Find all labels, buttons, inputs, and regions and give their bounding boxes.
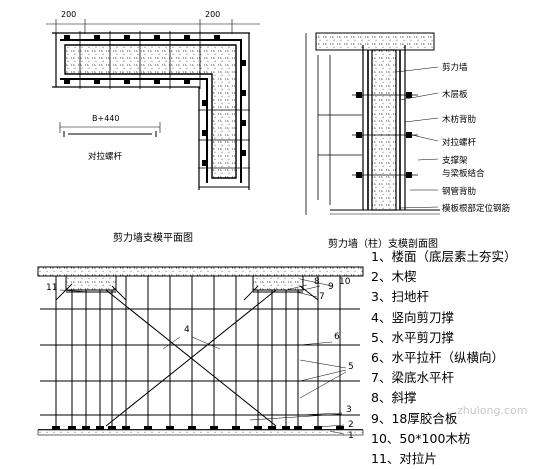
watermark: zhulong.com bbox=[457, 404, 528, 417]
section-view bbox=[305, 32, 440, 215]
legend-item: 1、楼面（底层素土夯实） bbox=[371, 249, 517, 264]
legend-item: 5、水平剪刀撑 bbox=[371, 329, 454, 345]
callout-1: 1 bbox=[348, 431, 354, 441]
legend-item: 3、扫地杆 bbox=[371, 289, 429, 305]
legend-item: 10、50*100木枋 bbox=[371, 430, 471, 446]
elevation-view bbox=[37, 266, 364, 436]
legend-item: 4、竖向剪刀撑 bbox=[371, 309, 454, 325]
section-caption: 剪力墙（柱）支模剖面图 bbox=[328, 239, 438, 250]
plan-dim-right: 200 bbox=[205, 10, 221, 19]
legend-item: 2、木楔 bbox=[371, 269, 417, 285]
legend-item: 7、梁底水平杆 bbox=[371, 370, 454, 386]
section-label: 剪力墙 bbox=[442, 63, 468, 73]
section-label: 模板根部定位钢筋 bbox=[442, 204, 511, 214]
callout-7: 7 bbox=[319, 292, 325, 302]
callout-8: 8 bbox=[314, 277, 320, 287]
plan-caption: 剪力墙支模平面图 bbox=[113, 233, 193, 244]
legend-item: 11、对拉片 bbox=[371, 450, 437, 466]
callout-9: 9 bbox=[328, 282, 334, 292]
legend: 1、楼面（底层素土夯实） 2、木楔 3、扫地杆 4、竖向剪刀撑 5、水平剪刀撑 … bbox=[371, 247, 556, 469]
legend-item: 9、18厚胶合板 bbox=[371, 410, 458, 426]
section-label: 木层板 bbox=[442, 90, 468, 100]
callout-2: 2 bbox=[348, 420, 354, 430]
plan-view bbox=[46, 19, 260, 190]
callout-3: 3 bbox=[346, 405, 352, 415]
plan-width-dim: B+440 bbox=[92, 114, 120, 123]
formwork-drawing bbox=[37, 19, 440, 436]
plan-tie-label: 对拉螺杆 bbox=[88, 152, 123, 162]
plan-dim-left: 200 bbox=[61, 10, 77, 19]
callout-10: 10 bbox=[339, 277, 351, 287]
callout-4: 4 bbox=[184, 325, 190, 335]
callout-11: 11 bbox=[46, 283, 58, 293]
section-label: 对拉螺杆 bbox=[442, 138, 477, 148]
section-label: 木枋背肋 bbox=[442, 115, 477, 125]
legend-item: 8、斜撑 bbox=[371, 390, 417, 406]
section-label: 钢管背肋 bbox=[442, 187, 477, 197]
legend-item: 6、水平拉杆（纵横向） bbox=[371, 349, 504, 365]
section-label: 与梁板结合 bbox=[442, 169, 485, 179]
section-label: 支撑架 bbox=[442, 156, 468, 166]
callout-5: 5 bbox=[348, 362, 354, 372]
callout-6: 6 bbox=[334, 332, 340, 342]
